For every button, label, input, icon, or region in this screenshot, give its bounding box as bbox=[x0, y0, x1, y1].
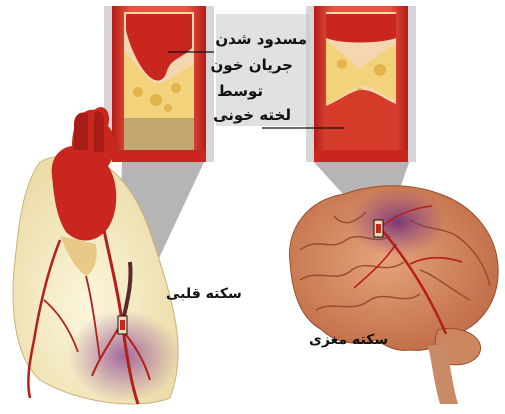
brain-infarct-area bbox=[350, 188, 446, 256]
callout-line-4: لخته خونی bbox=[213, 104, 291, 126]
brain-illustration bbox=[290, 186, 499, 404]
brain-vessel-section bbox=[306, 6, 416, 162]
heart-attack-label: سکته قلبی bbox=[166, 286, 242, 302]
callout-line-3: توسط bbox=[217, 80, 263, 102]
stroke-label: سکته مغزی bbox=[309, 332, 388, 348]
callout-line-1: مسدود شدن bbox=[215, 28, 307, 50]
heart-vessel-section bbox=[104, 6, 214, 162]
callout-line-2: جریان خون bbox=[211, 54, 293, 76]
